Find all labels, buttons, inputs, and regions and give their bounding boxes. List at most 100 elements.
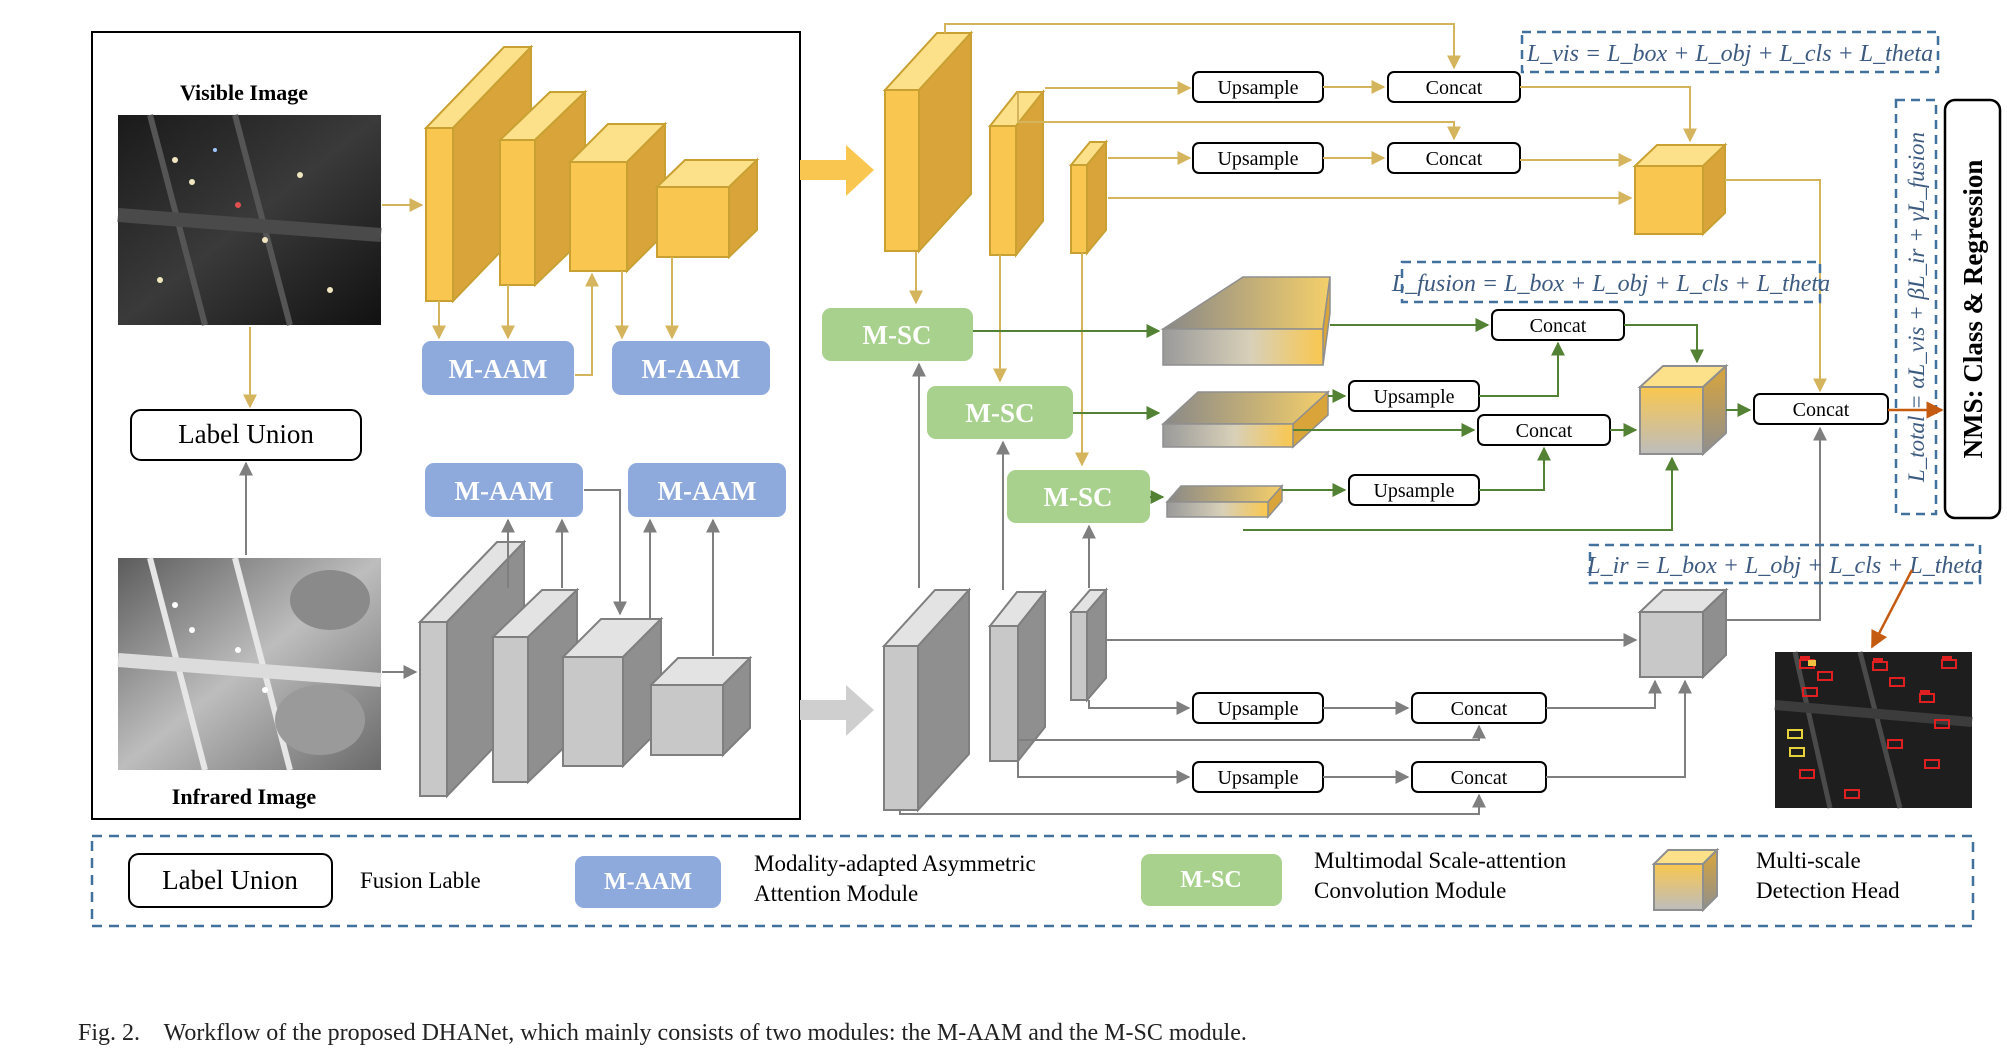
legend-label-union: Label Union Fusion Lable: [128, 853, 481, 908]
legend-msc-text: M-SC: [1180, 867, 1241, 893]
vis-neck-arrows: [909, 23, 1827, 467]
legend-msc-desc-1: Multimodal Scale-attention: [1314, 848, 1567, 873]
nms-head-text: NMS: Class & Regression: [1958, 160, 1988, 459]
legend-msc: M-SC Multimodal Scale-attention Convolut…: [1141, 848, 1567, 906]
ir-upsample-2-label: Upsample: [1217, 767, 1298, 789]
ir-maam-arrows: [501, 489, 720, 656]
vis-detection-head: [1632, 142, 1728, 237]
infrared-image: [117, 557, 382, 771]
vis-concat-2-label: Concat: [1426, 148, 1483, 170]
vis-neck-block-1: [882, 30, 974, 254]
loss-ir-text: L_ir = L_box + L_obj + L_cls + L_theta: [1586, 553, 1983, 579]
ir-neck-arrows: [899, 362, 1827, 815]
visible-image: [117, 114, 382, 326]
vis-backbone-block-4: [654, 157, 760, 260]
vis-concat-1: Concat: [1387, 71, 1521, 103]
ir-concat-2-label: Concat: [1451, 767, 1508, 789]
vis-neck-block-2: [987, 89, 1046, 258]
label-union-text: Label Union: [178, 419, 314, 449]
msc-2: M-SC: [927, 386, 1073, 439]
maam-visible-2: M-AAM: [612, 341, 770, 395]
loss-fusion: L_fusion = L_box + L_obj + L_cls + L_the…: [1391, 260, 1830, 304]
fusion-slab-3: [1165, 484, 1284, 519]
maam-infrared-1: M-AAM: [425, 463, 583, 517]
maam-infrared-1-label: M-AAM: [455, 476, 554, 506]
fusion-detection-head: [1637, 363, 1729, 457]
vis-upsample-1-label: Upsample: [1217, 77, 1298, 99]
big-arrow-visible: [800, 145, 874, 196]
fusion-arrows: [973, 318, 1752, 531]
fusion-concat-2: Concat: [1477, 414, 1611, 446]
infrared-backbone: [417, 539, 753, 799]
vis-upsample-1: Upsample: [1192, 71, 1324, 103]
loss-total-text: L_total = αL_vis + βL_ir + γL_fusion: [1904, 132, 1929, 483]
legend-label-union-text: Label Union: [162, 865, 298, 895]
fusion-concat-1-label: Concat: [1530, 315, 1587, 337]
vis-maam-arrows: [432, 257, 679, 376]
legend-maam-text: M-AAM: [604, 869, 692, 895]
visible-backbone: [423, 44, 760, 304]
fusion-slab-1: [1160, 276, 1331, 366]
ir-detection-head: [1637, 587, 1729, 680]
legend-box: [90, 834, 1975, 928]
loss-ir: L_ir = L_box + L_obj + L_cls + L_theta: [1586, 543, 1983, 585]
vis-concat-2: Concat: [1387, 142, 1521, 174]
fusion-slab-2: [1161, 390, 1330, 449]
loss-total: L_total = αL_vis + βL_ir + γL_fusion: [1894, 98, 1938, 516]
ir-backbone-block-3: [560, 616, 664, 769]
ir-backbone-block-4: [648, 655, 753, 758]
vis-neck-block-3: [1068, 139, 1109, 256]
fusion-upsample-1-label: Upsample: [1373, 386, 1454, 408]
legend-maam-desc-1: Modality-adapted Asymmetric: [754, 851, 1036, 876]
ir-concat-1: Concat: [1411, 692, 1547, 724]
visible-image-title: Visible Image: [180, 80, 308, 105]
maam-visible-1-label: M-AAM: [449, 354, 548, 384]
fusion-upsample-2-label: Upsample: [1373, 480, 1454, 502]
loss-fusion-text: L_fusion = L_box + L_obj + L_cls + L_the…: [1391, 271, 1830, 297]
msc-2-label: M-SC: [966, 398, 1035, 428]
msc-3: M-SC: [1007, 470, 1150, 523]
vis-upsample-2-label: Upsample: [1217, 148, 1298, 170]
msc-1-label: M-SC: [863, 320, 932, 350]
legend-head-desc-2: Detection Head: [1756, 878, 1900, 903]
loss-vis: L_vis = L_box + L_obj + L_cls + L_theta: [1520, 30, 1940, 74]
visible-neck: [882, 30, 1109, 258]
legend-detection-head: Multi-scale Detection Head: [1651, 847, 1900, 913]
legend-maam: M-AAM Modality-adapted Asymmetric Attent…: [575, 851, 1036, 908]
fusion-upsample-1: Upsample: [1348, 380, 1480, 412]
maam-visible-1: M-AAM: [422, 341, 574, 395]
msc-3-label: M-SC: [1044, 482, 1113, 512]
vis-concat-1-label: Concat: [1426, 77, 1483, 99]
arrow-nms-to-output: [1870, 569, 1914, 649]
maam-visible-2-label: M-AAM: [642, 354, 741, 384]
infrared-neck: [881, 587, 1109, 813]
ir-neck-block-1: [881, 587, 972, 813]
maam-infrared-2-label: M-AAM: [658, 476, 757, 506]
figure-caption: Fig. 2. Workflow of the proposed DHANet,…: [78, 1020, 1247, 1046]
legend-maam-desc-2: Attention Module: [754, 881, 918, 906]
backbone-panel: [91, 31, 801, 820]
vis-backbone-block-1: [423, 44, 534, 304]
msc-1: M-SC: [822, 308, 973, 361]
maam-infrared-2: M-AAM: [628, 463, 786, 517]
vis-backbone-block-3: [567, 121, 668, 274]
final-concat: Concat: [1753, 393, 1889, 425]
ir-neck-block-3: [1068, 587, 1109, 703]
legend-msc-desc-2: Convolution Module: [1314, 878, 1506, 903]
big-arrow-infrared: [800, 685, 874, 736]
infrared-image-title: Infrared Image: [172, 784, 317, 809]
legend-label-union-desc: Fusion Lable: [360, 868, 481, 893]
fusion-concat-1: Concat: [1491, 309, 1625, 341]
detection-output-image: [1774, 651, 1973, 809]
fusion-upsample-2: Upsample: [1348, 474, 1480, 506]
nms-head: NMS: Class & Regression: [1943, 98, 2002, 520]
ir-concat-1-label: Concat: [1451, 698, 1508, 720]
vis-upsample-2: Upsample: [1192, 142, 1324, 174]
ir-neck-block-2: [987, 589, 1048, 764]
ir-upsample-2: Upsample: [1192, 761, 1324, 793]
ir-upsample-1: Upsample: [1192, 692, 1324, 724]
final-concat-label: Concat: [1793, 399, 1850, 421]
label-union-box: [130, 409, 362, 461]
loss-vis-text: L_vis = L_box + L_obj + L_cls + L_theta: [1526, 41, 1933, 67]
